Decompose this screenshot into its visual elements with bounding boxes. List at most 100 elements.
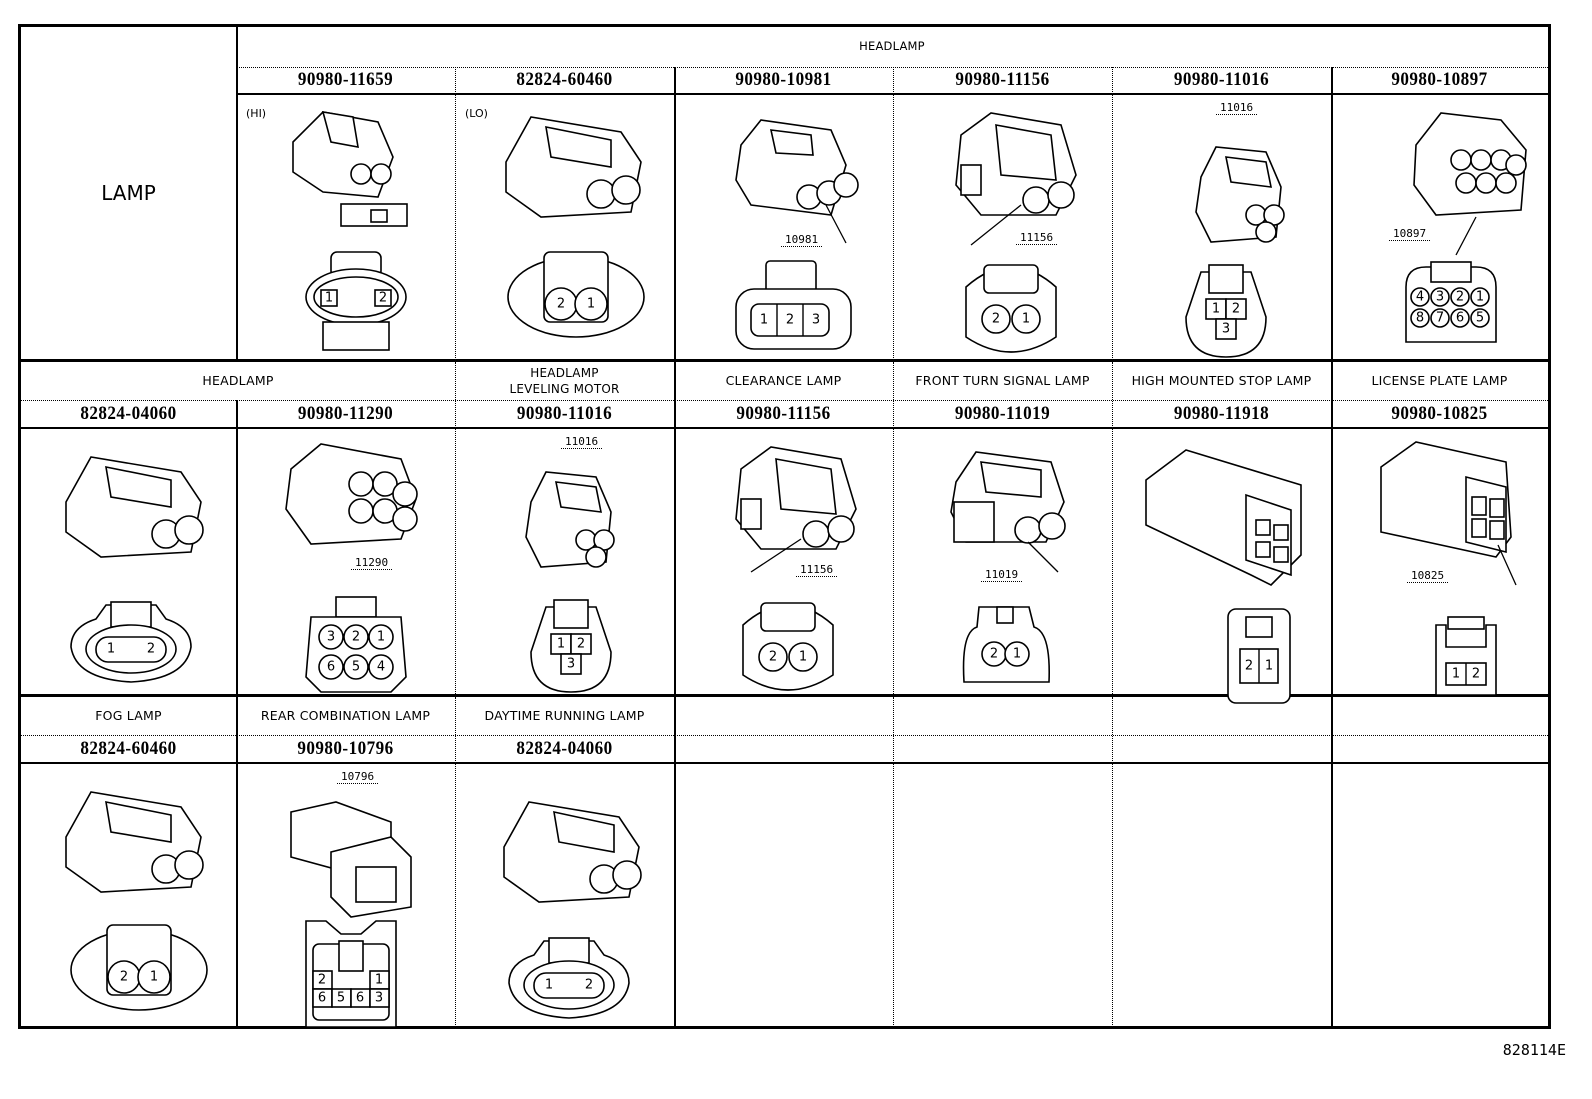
part-number: 82824-04060 [80,403,177,424]
label-rear-combination-lamp: REAR COMBINATION LAMP [260,707,431,723]
svg-text:2: 2 [147,642,155,657]
callout-label: 11156 [796,563,838,577]
part-number: 90980-11019 [954,403,1051,424]
divider [236,697,238,1027]
svg-text:1: 1 [377,630,385,645]
svg-text:1: 1 [1013,647,1021,662]
connector-housing-icon [1145,449,1302,586]
divider [455,697,456,1027]
label-headlamp-leveling-motor: HEADLAMP LEVELING MOTOR [509,365,620,396]
part-number: 90980-11659 [297,69,394,90]
part-number: 90980-10897 [1391,69,1488,90]
svg-text:8: 8 [1416,311,1424,326]
part-number: 90980-11016 [516,403,613,424]
divider [1331,362,1333,694]
connector-housing-icon [735,446,857,573]
svg-text:2: 2 [1232,302,1240,317]
label-high-mounted-stop-lamp: HIGH MOUNTED STOP LAMP [1131,372,1312,388]
divider [236,67,1548,68]
divider [674,67,676,360]
part-number: 90980-11918 [1173,403,1270,424]
svg-text:2: 2 [769,650,777,665]
svg-text:2: 2 [352,630,360,645]
divider [455,67,456,360]
svg-text:1: 1 [557,637,565,652]
svg-text:2: 2 [577,637,585,652]
connector-housing-icon [505,116,642,218]
callout-label: 11016 [1216,101,1258,115]
svg-text:6: 6 [1456,311,1464,326]
connector-housing-icon [950,451,1066,573]
callout-label: 11016 [561,435,603,449]
svg-text:2: 2 [120,970,128,985]
svg-text:1: 1 [1212,302,1220,317]
callout-label: 10897 [1389,227,1431,241]
svg-text:2: 2 [379,291,387,306]
svg-text:5: 5 [352,660,360,675]
part-number: 82824-60460 [516,69,613,90]
part-number: 90980-11156 [736,403,831,424]
divider [1331,67,1333,360]
svg-text:4: 4 [1416,290,1424,305]
part-number: 90980-11016 [1173,69,1270,90]
connector-housing-icon [525,471,615,568]
connector-chart: LAMP HEADLAMP 90980-11659 82824-60460 90… [18,24,1551,1029]
divider [893,67,894,360]
divider [236,27,238,360]
connector-housing-icon [1380,441,1517,586]
svg-text:7: 7 [1436,311,1444,326]
svg-text:1: 1 [150,970,158,985]
svg-text:2: 2 [786,313,794,328]
svg-text:1: 1 [587,297,595,312]
svg-text:1: 1 [325,291,333,306]
connector-housing-icon [503,801,642,903]
callout-label: 11019 [981,568,1023,582]
callout-label: 10981 [781,233,823,247]
svg-text:3: 3 [1436,290,1444,305]
callout-label: 11290 [351,556,393,570]
divider [1331,697,1333,1027]
part-number: 82824-60460 [80,738,177,759]
divider [21,762,1548,764]
connector-housing-icon [65,456,204,558]
part-number: 90980-10796 [297,738,394,759]
svg-text:2: 2 [1472,667,1480,682]
divider [674,362,676,694]
label-daytime-running-lamp: DAYTIME RUNNING LAMP [484,707,645,723]
svg-text:2: 2 [585,978,593,993]
svg-text:6: 6 [318,991,326,1006]
divider [236,93,1548,95]
part-number: 90980-11290 [297,403,394,424]
label-clearance-lamp: CLEARANCE LAMP [725,372,842,388]
divider [1112,67,1113,360]
svg-text:2: 2 [557,297,565,312]
svg-text:1: 1 [545,978,553,993]
svg-text:3: 3 [567,657,575,672]
svg-text:2: 2 [992,312,1000,327]
group-header-headlamp: HEADLAMP [859,39,925,54]
divider [893,362,894,694]
divider [1112,362,1113,694]
label-fog-lamp: FOG LAMP [95,707,162,723]
part-number: 90980-11156 [955,69,1050,90]
connector-housing-icon [285,443,418,545]
svg-text:5: 5 [1476,311,1484,326]
svg-text:2: 2 [990,647,998,662]
label-headlamp: HEADLAMP [202,372,274,388]
divider [21,735,1548,736]
part-number: 90980-10825 [1391,403,1488,424]
svg-text:1: 1 [1452,667,1460,682]
svg-text:2: 2 [1245,659,1253,674]
connector-housing-icon [955,112,1077,246]
label-front-turn-signal-lamp: FRONT TURN SIGNAL LAMP [915,372,1090,388]
hi-beam-tag: (HI) [246,107,267,120]
svg-text:2: 2 [318,973,326,988]
connector-housing-icon [65,791,204,893]
callout-label: 10796 [337,770,379,784]
